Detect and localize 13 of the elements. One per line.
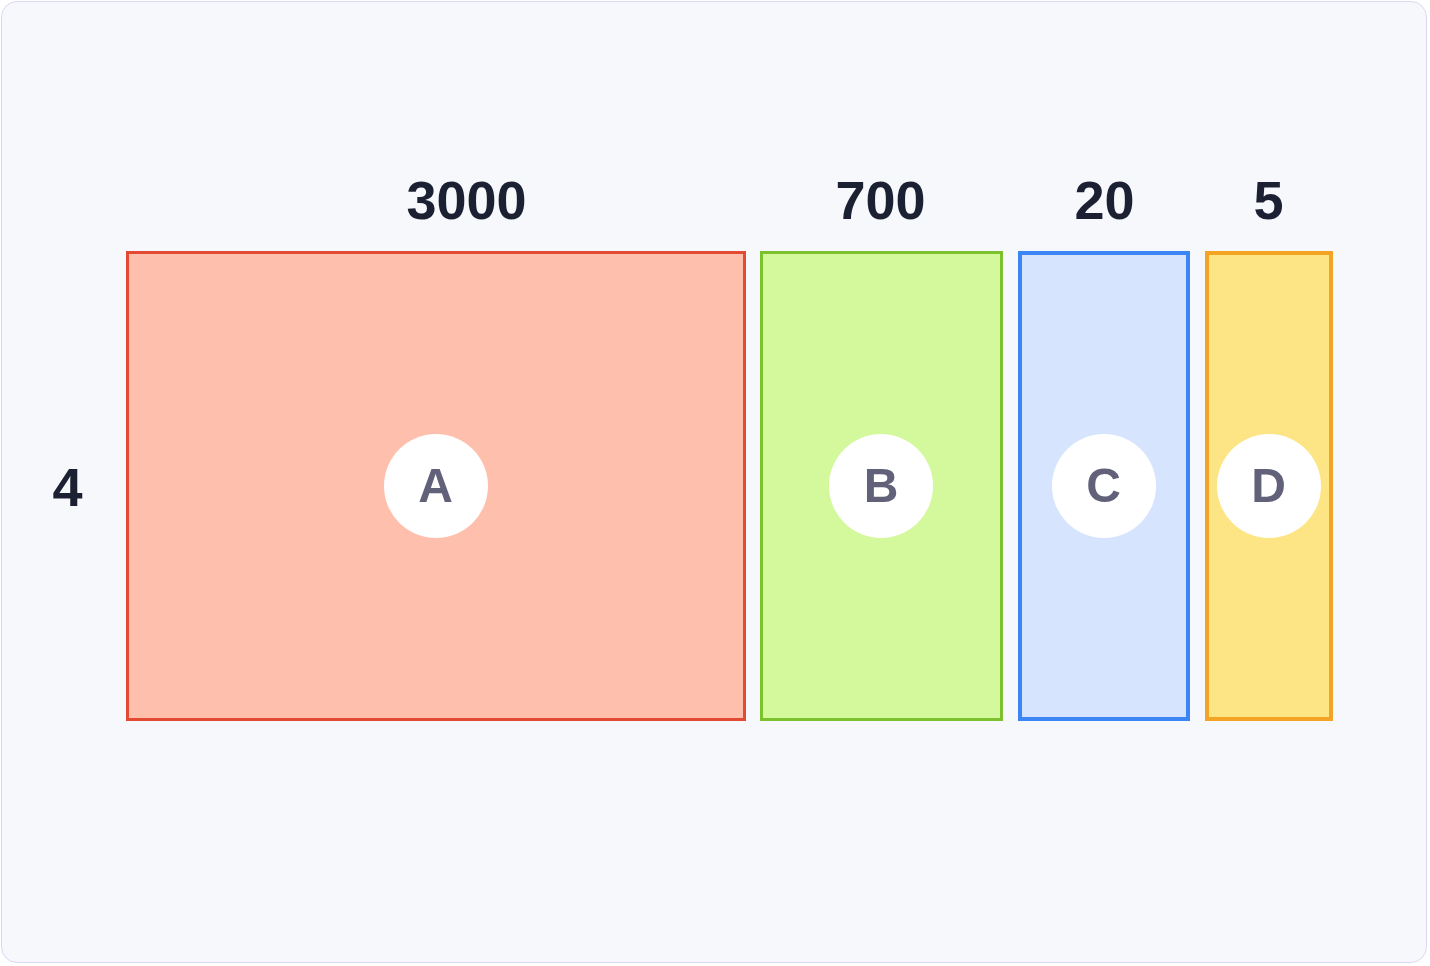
area-letter: D <box>1251 461 1286 510</box>
width-label: 700 <box>835 172 926 227</box>
height-label: 4 <box>52 459 83 514</box>
area-rectangle <box>125 250 746 721</box>
width-label: 20 <box>1074 172 1135 227</box>
area-rectangle <box>1017 250 1190 721</box>
width-label: 5 <box>1253 172 1284 227</box>
area-rectangle <box>759 250 1003 721</box>
area-letter: B <box>863 461 899 510</box>
area-letter: C <box>1086 461 1121 510</box>
area-letter: A <box>418 461 453 510</box>
area-rectangle <box>1204 250 1333 721</box>
width-label: 3000 <box>406 172 527 227</box>
